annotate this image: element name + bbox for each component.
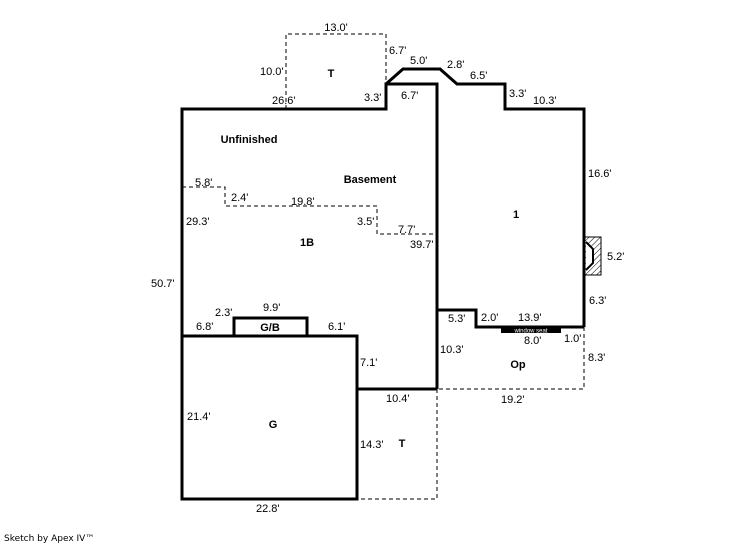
dim-label: 8.3' (588, 352, 605, 364)
dim-label: 2.8' (447, 59, 464, 71)
area-label-g: G (269, 419, 278, 431)
dim-label: 26.6' (272, 95, 296, 107)
dim-label: 7.1' (360, 357, 377, 369)
fireplace-opening (585, 241, 594, 271)
dim-label: 6.7' (389, 45, 406, 57)
dim-label: 6.7' (401, 90, 418, 102)
dim-label: 6.3' (589, 295, 606, 307)
dim-label: 5.0' (410, 55, 427, 67)
terrace-top-outline (285, 33, 387, 109)
dim-label: 2.4' (231, 192, 248, 204)
dim-label: 29.3' (186, 216, 210, 228)
dim-label: 19.8' (291, 196, 315, 208)
dim-label: 21.4' (187, 411, 211, 423)
dim-label: 5.2' (607, 251, 624, 263)
area-label-gb: G/B (260, 322, 280, 334)
dim-label: 8.0' (524, 335, 541, 347)
dim-label: 6.1' (328, 321, 345, 333)
window-seat (501, 327, 561, 333)
window-seat-label: window seat (513, 329, 547, 335)
dim-label: 5.8' (195, 177, 212, 189)
dim-label: 50.7' (151, 278, 175, 290)
dim-label: 16.6' (588, 168, 612, 180)
dim-label: 3.5' (357, 216, 374, 228)
dim-label: 6.5' (470, 70, 487, 82)
unfinished-boundary (182, 186, 437, 235)
area-label-1b: 1B (300, 237, 314, 249)
dim-label: 10.3' (440, 344, 464, 356)
dim-label: 22.8' (256, 503, 280, 515)
dim-label: 6.8' (196, 321, 213, 333)
dim-label: 10.3' (533, 95, 557, 107)
gb-outline (232, 316, 309, 336)
area-label-t-top: T (328, 68, 335, 80)
dim-label: 13.9' (518, 312, 542, 324)
bay-roof-outline (385, 67, 586, 327)
sketch-credit: Sketch by Apex IV™ (4, 534, 95, 544)
dim-label: 19.2' (501, 394, 525, 406)
area-label-unfinished: Unfinished (221, 134, 278, 146)
dim-label: 13.0' (324, 22, 348, 34)
area-label-op: Op (510, 359, 526, 371)
dim-label: 14.3' (360, 439, 384, 451)
dim-label: 5.3' (448, 313, 465, 325)
area-label-t-bottom: T (399, 438, 406, 450)
area-label-1: 1 (513, 209, 519, 221)
porch-outline (437, 327, 585, 390)
area-label-basement: Basement (344, 174, 397, 186)
dim-label: 2.0' (481, 312, 498, 324)
dim-label: 1.0' (564, 333, 581, 345)
terrace-bottom-outline (357, 389, 438, 500)
dim-label: 10.0' (260, 66, 284, 78)
dim-label: 7.7' (398, 224, 415, 236)
dim-label: 3.3' (364, 92, 381, 104)
basement-outline (180, 82, 439, 389)
dim-label: 9.9' (263, 302, 280, 314)
dim-label: 2.3' (215, 307, 232, 319)
dim-label: 39.7' (410, 239, 434, 251)
dim-label: 10.4' (386, 393, 410, 405)
dim-label: 3.3' (509, 88, 526, 100)
